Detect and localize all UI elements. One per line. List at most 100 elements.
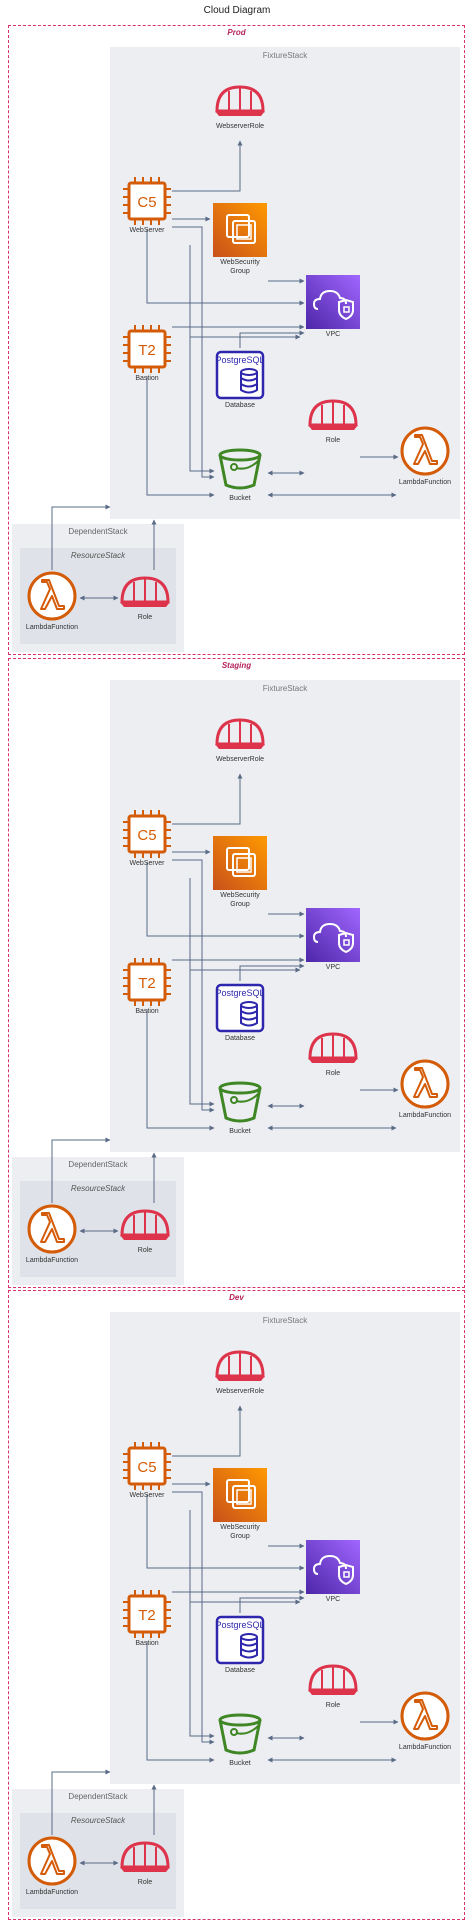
node-label: WebServer xyxy=(129,860,165,867)
iam-role-icon xyxy=(100,572,190,612)
lambda-function-node[interactable]: LambdaFunction xyxy=(380,425,470,487)
vpc-icon xyxy=(288,908,378,962)
icon-chip-label: T2 xyxy=(138,1607,156,1624)
iam-role-icon xyxy=(195,1346,285,1386)
iam-role-icon xyxy=(195,714,285,754)
security-group-icon xyxy=(195,836,285,890)
icon-chip-label: T2 xyxy=(138,342,156,359)
database-node[interactable]: PostgreSQL Database xyxy=(195,1615,285,1675)
iam-role-icon xyxy=(195,81,285,121)
vpc-node[interactable]: VPC xyxy=(288,1540,378,1604)
webserver-node[interactable]: C5 WebServer xyxy=(102,177,192,235)
postgresql-database-icon: PostgreSQL xyxy=(195,983,285,1033)
ec2-instance-icon: C5 xyxy=(102,1442,192,1490)
node-label: LambdaFunction xyxy=(25,1889,79,1896)
vpc-node[interactable]: VPC xyxy=(288,275,378,339)
webserver-role-node[interactable]: WebserverRole xyxy=(195,714,285,764)
node-label: LambdaFunction xyxy=(398,1744,452,1751)
icon-chip-label: T2 xyxy=(138,975,156,992)
environment-dev: Dev xyxy=(8,1290,465,1920)
node-label: WebserverRole xyxy=(215,123,265,130)
web-security-group-node[interactable]: WebSecurity Group xyxy=(195,836,285,909)
node-label: VPC xyxy=(325,1596,341,1603)
dependent-lambda-function-node[interactable]: LambdaFunction xyxy=(7,1203,97,1265)
bastion-node[interactable]: T2 Bastion xyxy=(102,325,192,383)
web-security-group-node[interactable]: WebSecurity Group xyxy=(195,203,285,276)
icon-chip-label: C5 xyxy=(137,1459,156,1476)
web-security-group-node[interactable]: WebSecurity Group xyxy=(195,1468,285,1541)
node-label: WebServer xyxy=(129,1492,165,1499)
node-label: Bastion xyxy=(135,1640,159,1647)
bucket-node[interactable]: Bucket xyxy=(195,445,285,503)
icon-chip-label: C5 xyxy=(137,194,156,211)
dependent-lambda-function-node[interactable]: LambdaFunction xyxy=(7,570,97,632)
bucket-node[interactable]: Bucket xyxy=(195,1710,285,1768)
bastion-node[interactable]: T2 Bastion xyxy=(102,958,192,1016)
ec2-instance-icon: C5 xyxy=(102,177,192,225)
node-label: LambdaFunction xyxy=(25,624,79,631)
node-label: Database xyxy=(225,1035,255,1042)
dependent-role-node[interactable]: Role xyxy=(100,572,190,622)
environment-staging: Staging xyxy=(8,658,465,1288)
iam-role-icon xyxy=(100,1837,190,1877)
icon-chip-label: PostgreSQL xyxy=(215,355,264,365)
node-label: Bucket xyxy=(229,1760,251,1767)
node-label: Role xyxy=(325,1070,341,1077)
node-label: WebSecurity Group xyxy=(220,259,260,275)
role-node[interactable]: Role xyxy=(288,395,378,445)
role-node[interactable]: Role xyxy=(288,1660,378,1710)
dependent-lambda-function-node[interactable]: LambdaFunction xyxy=(7,1835,97,1897)
iam-role-icon xyxy=(288,1028,378,1068)
webserver-role-node[interactable]: WebserverRole xyxy=(195,81,285,131)
database-node[interactable]: PostgreSQL Database xyxy=(195,983,285,1043)
node-label: WebserverRole xyxy=(215,756,265,763)
ec2-instance-icon: C5 xyxy=(102,810,192,858)
fixture-stack-label: FixtureStack xyxy=(262,1316,308,1325)
webserver-node[interactable]: C5 WebServer xyxy=(102,1442,192,1500)
bastion-node[interactable]: T2 Bastion xyxy=(102,1590,192,1648)
node-label: Role xyxy=(325,437,341,444)
node-label: Database xyxy=(225,402,255,409)
diagram-title: Cloud Diagram xyxy=(203,5,271,16)
lambda-function-node[interactable]: LambdaFunction xyxy=(380,1690,470,1752)
lambda-icon xyxy=(7,570,97,622)
node-label: WebSecurity Group xyxy=(220,892,260,908)
webserver-role-node[interactable]: WebserverRole xyxy=(195,1346,285,1396)
s3-bucket-icon xyxy=(195,1710,285,1758)
node-label: LambdaFunction xyxy=(398,479,452,486)
fixture-stack-label: FixtureStack xyxy=(262,684,308,693)
node-label: Bastion xyxy=(135,1008,159,1015)
node-label: Bucket xyxy=(229,495,251,502)
environment-label: Staging xyxy=(221,661,252,670)
node-label: VPC xyxy=(325,331,341,338)
dependent-role-node[interactable]: Role xyxy=(100,1837,190,1887)
vpc-node[interactable]: VPC xyxy=(288,908,378,972)
bucket-node[interactable]: Bucket xyxy=(195,1078,285,1136)
node-label: Bastion xyxy=(135,375,159,382)
s3-bucket-icon xyxy=(195,445,285,493)
resource-stack-label: ResourceStack xyxy=(70,1816,126,1825)
security-group-icon xyxy=(195,1468,285,1522)
lambda-icon xyxy=(380,1058,470,1110)
node-label: WebserverRole xyxy=(215,1388,265,1395)
database-node[interactable]: PostgreSQL Database xyxy=(195,350,285,410)
node-label: Role xyxy=(137,614,153,621)
ec2-instance-icon: T2 xyxy=(102,1590,192,1638)
resource-stack-label: ResourceStack xyxy=(70,1184,126,1193)
iam-role-icon xyxy=(288,1660,378,1700)
lambda-icon xyxy=(380,425,470,477)
node-label: LambdaFunction xyxy=(398,1112,452,1119)
node-label: WebServer xyxy=(129,227,165,234)
icon-chip-label: PostgreSQL xyxy=(215,988,264,998)
node-label: Bucket xyxy=(229,1128,251,1135)
node-label: Database xyxy=(225,1667,255,1674)
postgresql-database-icon: PostgreSQL xyxy=(195,1615,285,1665)
vpc-icon xyxy=(288,275,378,329)
webserver-node[interactable]: C5 WebServer xyxy=(102,810,192,868)
security-group-icon xyxy=(195,203,285,257)
node-label: Role xyxy=(325,1702,341,1709)
lambda-function-node[interactable]: LambdaFunction xyxy=(380,1058,470,1120)
role-node[interactable]: Role xyxy=(288,1028,378,1078)
dependent-role-node[interactable]: Role xyxy=(100,1205,190,1255)
